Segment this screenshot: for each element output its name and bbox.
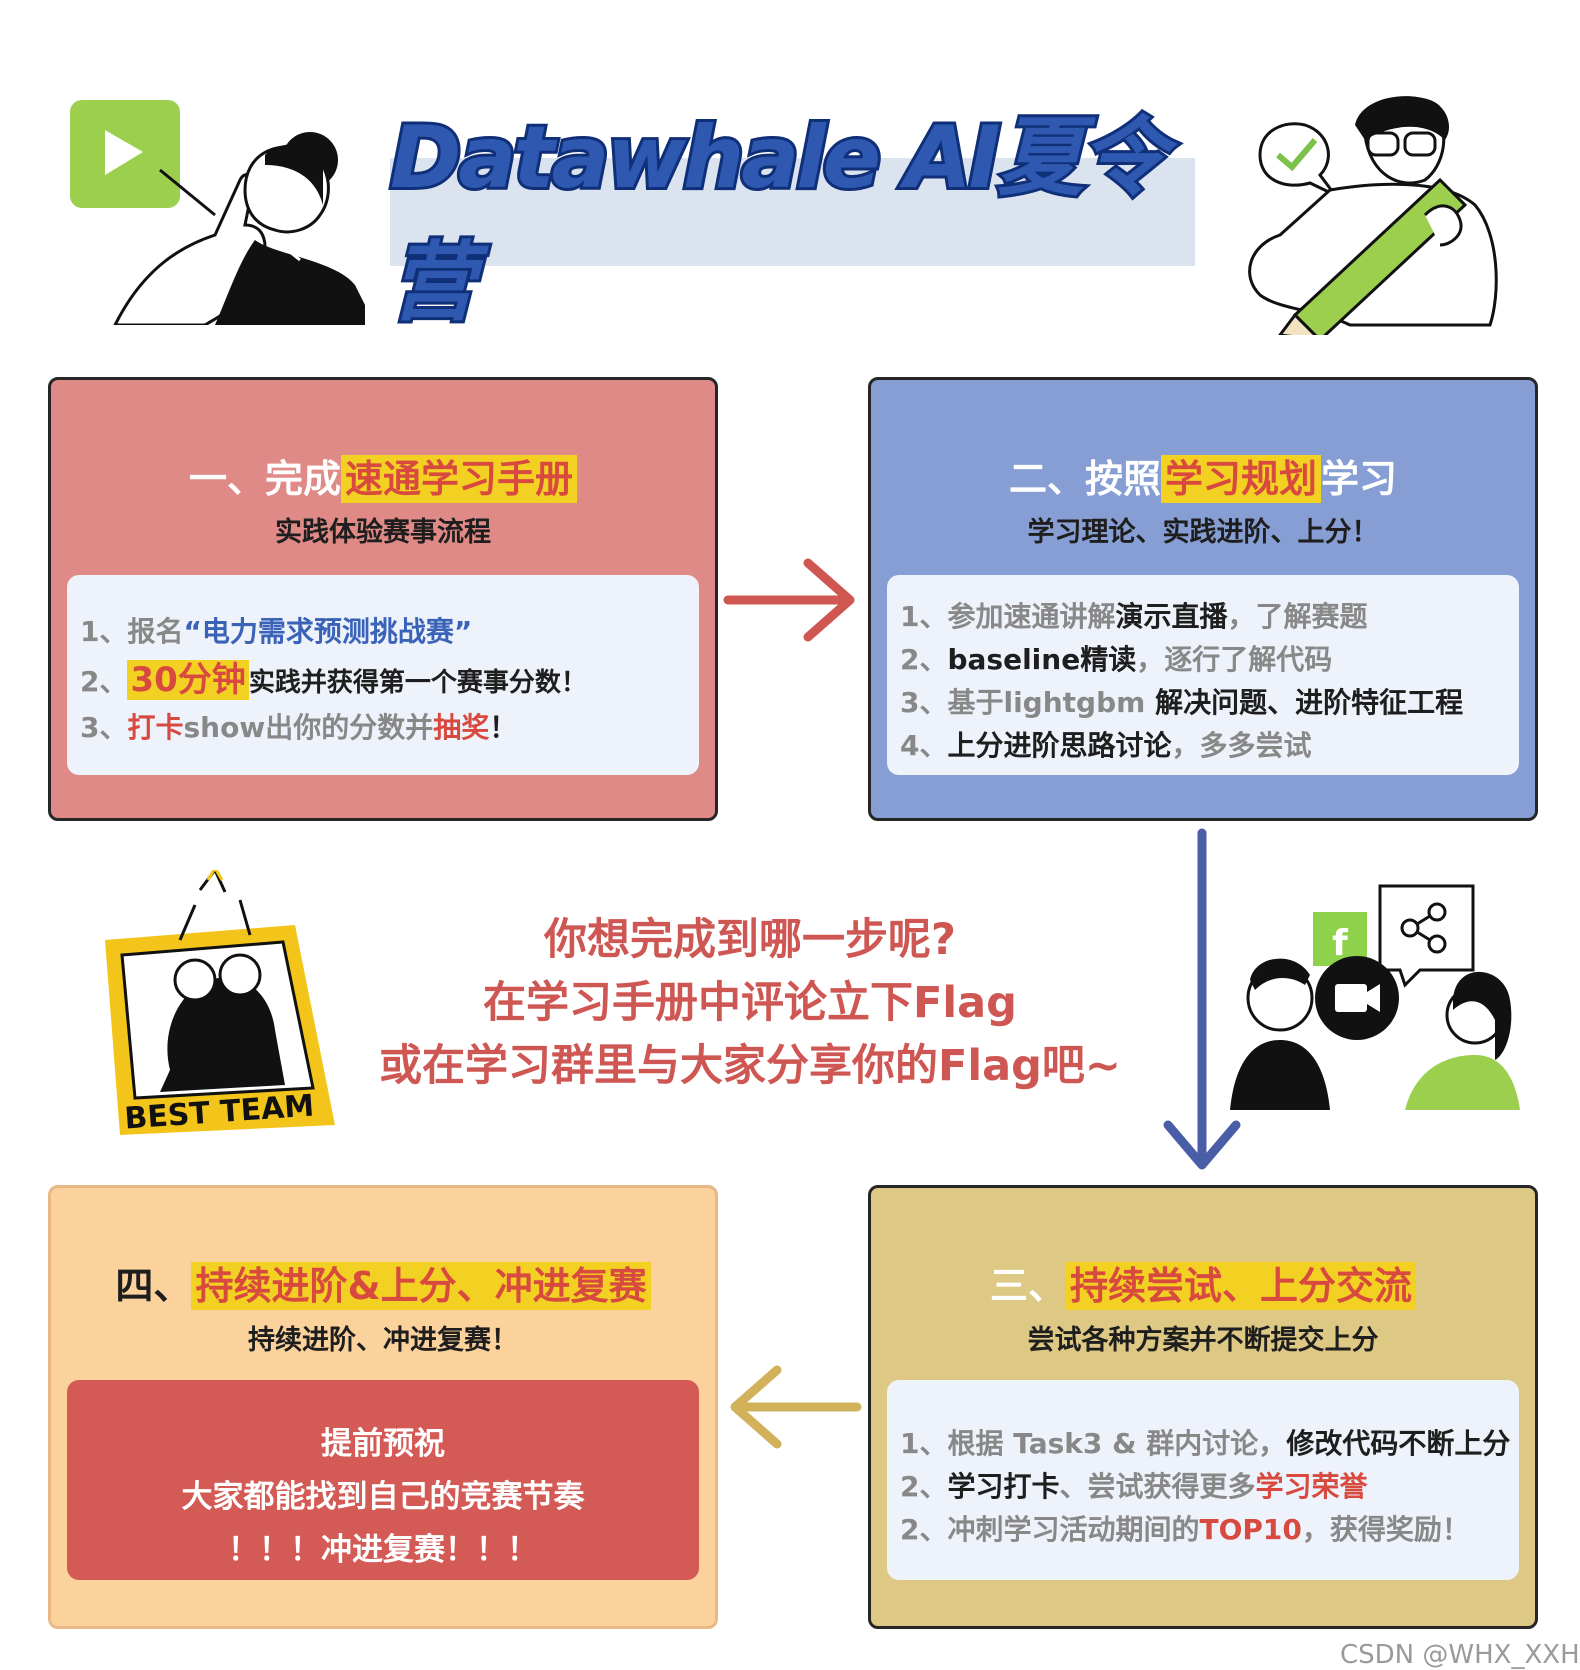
woman-play-illustration (70, 100, 365, 325)
step3-item-1-prefix: 1、根据 Task3 & 群内讨论， (900, 1427, 1287, 1460)
step3-item-1-dark: 修改代码不断上分 (1286, 1427, 1511, 1460)
page-title: Datawhale AI夏令营 (387, 105, 1170, 336)
step3-item-3-rest: ，获得奖励！ (1301, 1513, 1470, 1546)
arrow-down-icon (1163, 828, 1241, 1170)
step2-item-4-prefix: 4、 (900, 729, 948, 762)
video-chat-illustration: f (1230, 884, 1520, 1110)
wish-line-2: 大家都能找到自己的竞赛节奏 (181, 1479, 585, 1515)
step3-title: 三、持续尝试、上分交流 (868, 1255, 1538, 1310)
step1-title: 一、完成速通学习手册 (48, 448, 718, 503)
step2-list-panel (887, 575, 1519, 775)
step2-subtitle: 学习理论、实践进阶、上分！ (1027, 517, 1379, 548)
step3-item-3: 2、冲刺学习活动期间的TOP10，获得奖励！ (900, 1508, 1470, 1548)
step2-item-3-prefix: 3、基于lightgbm (900, 686, 1156, 719)
step3-title-highlight: 持续尝试、上分交流 (1066, 1262, 1417, 1310)
step1-item-3-mid: show出你的分数并 (183, 711, 434, 744)
step3-item-2-mid: 、尝试获得更多 (1059, 1470, 1256, 1503)
play-triangle (105, 130, 143, 175)
best-team-illustration: BEST TEAM (105, 870, 335, 1137)
title-banner (390, 158, 1195, 266)
step2-item-2-dark: baseline精读 (947, 643, 1137, 676)
step1-item-2-prefix: 2、 (80, 665, 128, 698)
step3-item-2-dark: 学习打卡 (947, 1470, 1060, 1503)
facebook-glyph: f (1332, 923, 1348, 964)
step3-list-panel (887, 1380, 1519, 1580)
step2-item-1-prefix: 1、参加速通讲解 (900, 600, 1116, 633)
step3-item-3-prefix: 2、冲刺学习活动期间的 (900, 1513, 1200, 1546)
step2-item-4-dark: 上分进阶思路讨论 (947, 729, 1172, 762)
wish-line-1: 提前预祝 (321, 1426, 445, 1462)
center-line-1: 你想完成到哪一步呢? (544, 915, 956, 965)
step1-item-2-highlight: 30分钟 (127, 660, 249, 700)
step1-item-3-red-1: 打卡 (127, 711, 184, 744)
step4-wish-box: 提前预祝 大家都能找到自己的竞赛节奏 ！！！冲进复赛！！！ (67, 1380, 699, 1580)
step3-subtitle: 尝试各种方案并不断提交上分 (1027, 1325, 1379, 1356)
step2-item-3-dark: 解决问题、进阶特征工程 (1155, 686, 1464, 719)
step2-item-1: 1、参加速通讲解演示直播，了解赛题 (900, 595, 1368, 635)
step4-subtitle: 持续进阶、冲进复赛！ (248, 1325, 518, 1356)
share-bubble-icon (1378, 884, 1475, 988)
step2-title-highlight: 学习规划 (1160, 455, 1321, 503)
step2-item-2: 2、baseline精读，逐行了解代码 (900, 638, 1332, 678)
step1-item-3: 3、打卡show出你的分数并抽奖！ (80, 706, 517, 746)
step3-item-3-red: TOP10 (1199, 1513, 1302, 1546)
step3-item-2-red: 学习荣誉 (1255, 1470, 1368, 1503)
man-pencil-illustration (1248, 96, 1498, 335)
step1-item-2: 2、30分钟实践并获得第一个赛事分数！ (80, 652, 587, 701)
watermark: CSDN @WHX_XXH (1340, 1640, 1580, 1670)
step1-item-3-end: ！ (489, 711, 518, 744)
step1-item-1-link: “电力需求预测挑战赛” (183, 615, 473, 648)
wish-line-3: ！！！冲进复赛！！！ (228, 1532, 538, 1568)
arrow-right-icon (723, 558, 855, 642)
step2-title-prefix: 二、按照 (1008, 457, 1161, 501)
pencil-icon (1278, 177, 1468, 335)
step1-item-2-text: 实践并获得第一个赛事分数！ (248, 668, 587, 698)
step3-item-1: 1、根据 Task3 & 群内讨论，修改代码不断上分 (900, 1422, 1510, 1462)
step2-title: 二、按照学习规划学习 (868, 448, 1538, 503)
step1-title-prefix: 一、完成 (188, 457, 341, 501)
step2-item-4: 4、上分进阶思路讨论，多多尝试 (900, 724, 1312, 764)
step4-title-prefix: 四、 (115, 1264, 192, 1308)
step1-subtitle: 实践体验赛事流程 (275, 517, 491, 548)
step2-item-3: 3、基于lightgbm 解决问题、进阶特征工程 (900, 681, 1463, 721)
step1-item-1-prefix: 1、报名 (80, 615, 184, 648)
step4-title: 四、持续进阶&上分、冲进复赛 (48, 1255, 718, 1310)
step1-title-highlight: 速通学习手册 (341, 455, 578, 503)
step1-item-3-red-2: 抽奖 (433, 711, 490, 744)
step2-item-4-rest: ，多多尝试 (1171, 729, 1312, 762)
step3-item-2: 2、学习打卡、尝试获得更多学习荣誉 (900, 1465, 1368, 1505)
step1-item-3-prefix: 3、 (80, 711, 128, 744)
step4-title-highlight: 持续进阶&上分、冲进复赛 (191, 1262, 651, 1310)
step2-item-2-rest: ，逐行了解代码 (1136, 643, 1333, 676)
step2-item-2-prefix: 2、 (900, 643, 948, 676)
step3-title-prefix: 三、 (989, 1264, 1066, 1308)
step1-item-1: 1、报名“电力需求预测挑战赛” (80, 610, 472, 650)
step2-item-1-dark: 演示直播 (1115, 600, 1228, 633)
step2-title-suffix: 学习 (1321, 457, 1398, 501)
step3-item-2-prefix: 2、 (900, 1470, 948, 1503)
step2-item-1-rest: ，了解赛题 (1227, 600, 1368, 633)
arrow-left-icon (730, 1365, 862, 1449)
center-line-3: 或在学习群里与大家分享你的Flag吧~ (379, 1041, 1121, 1091)
center-line-2: 在学习手册中评论立下Flag (483, 978, 1017, 1028)
